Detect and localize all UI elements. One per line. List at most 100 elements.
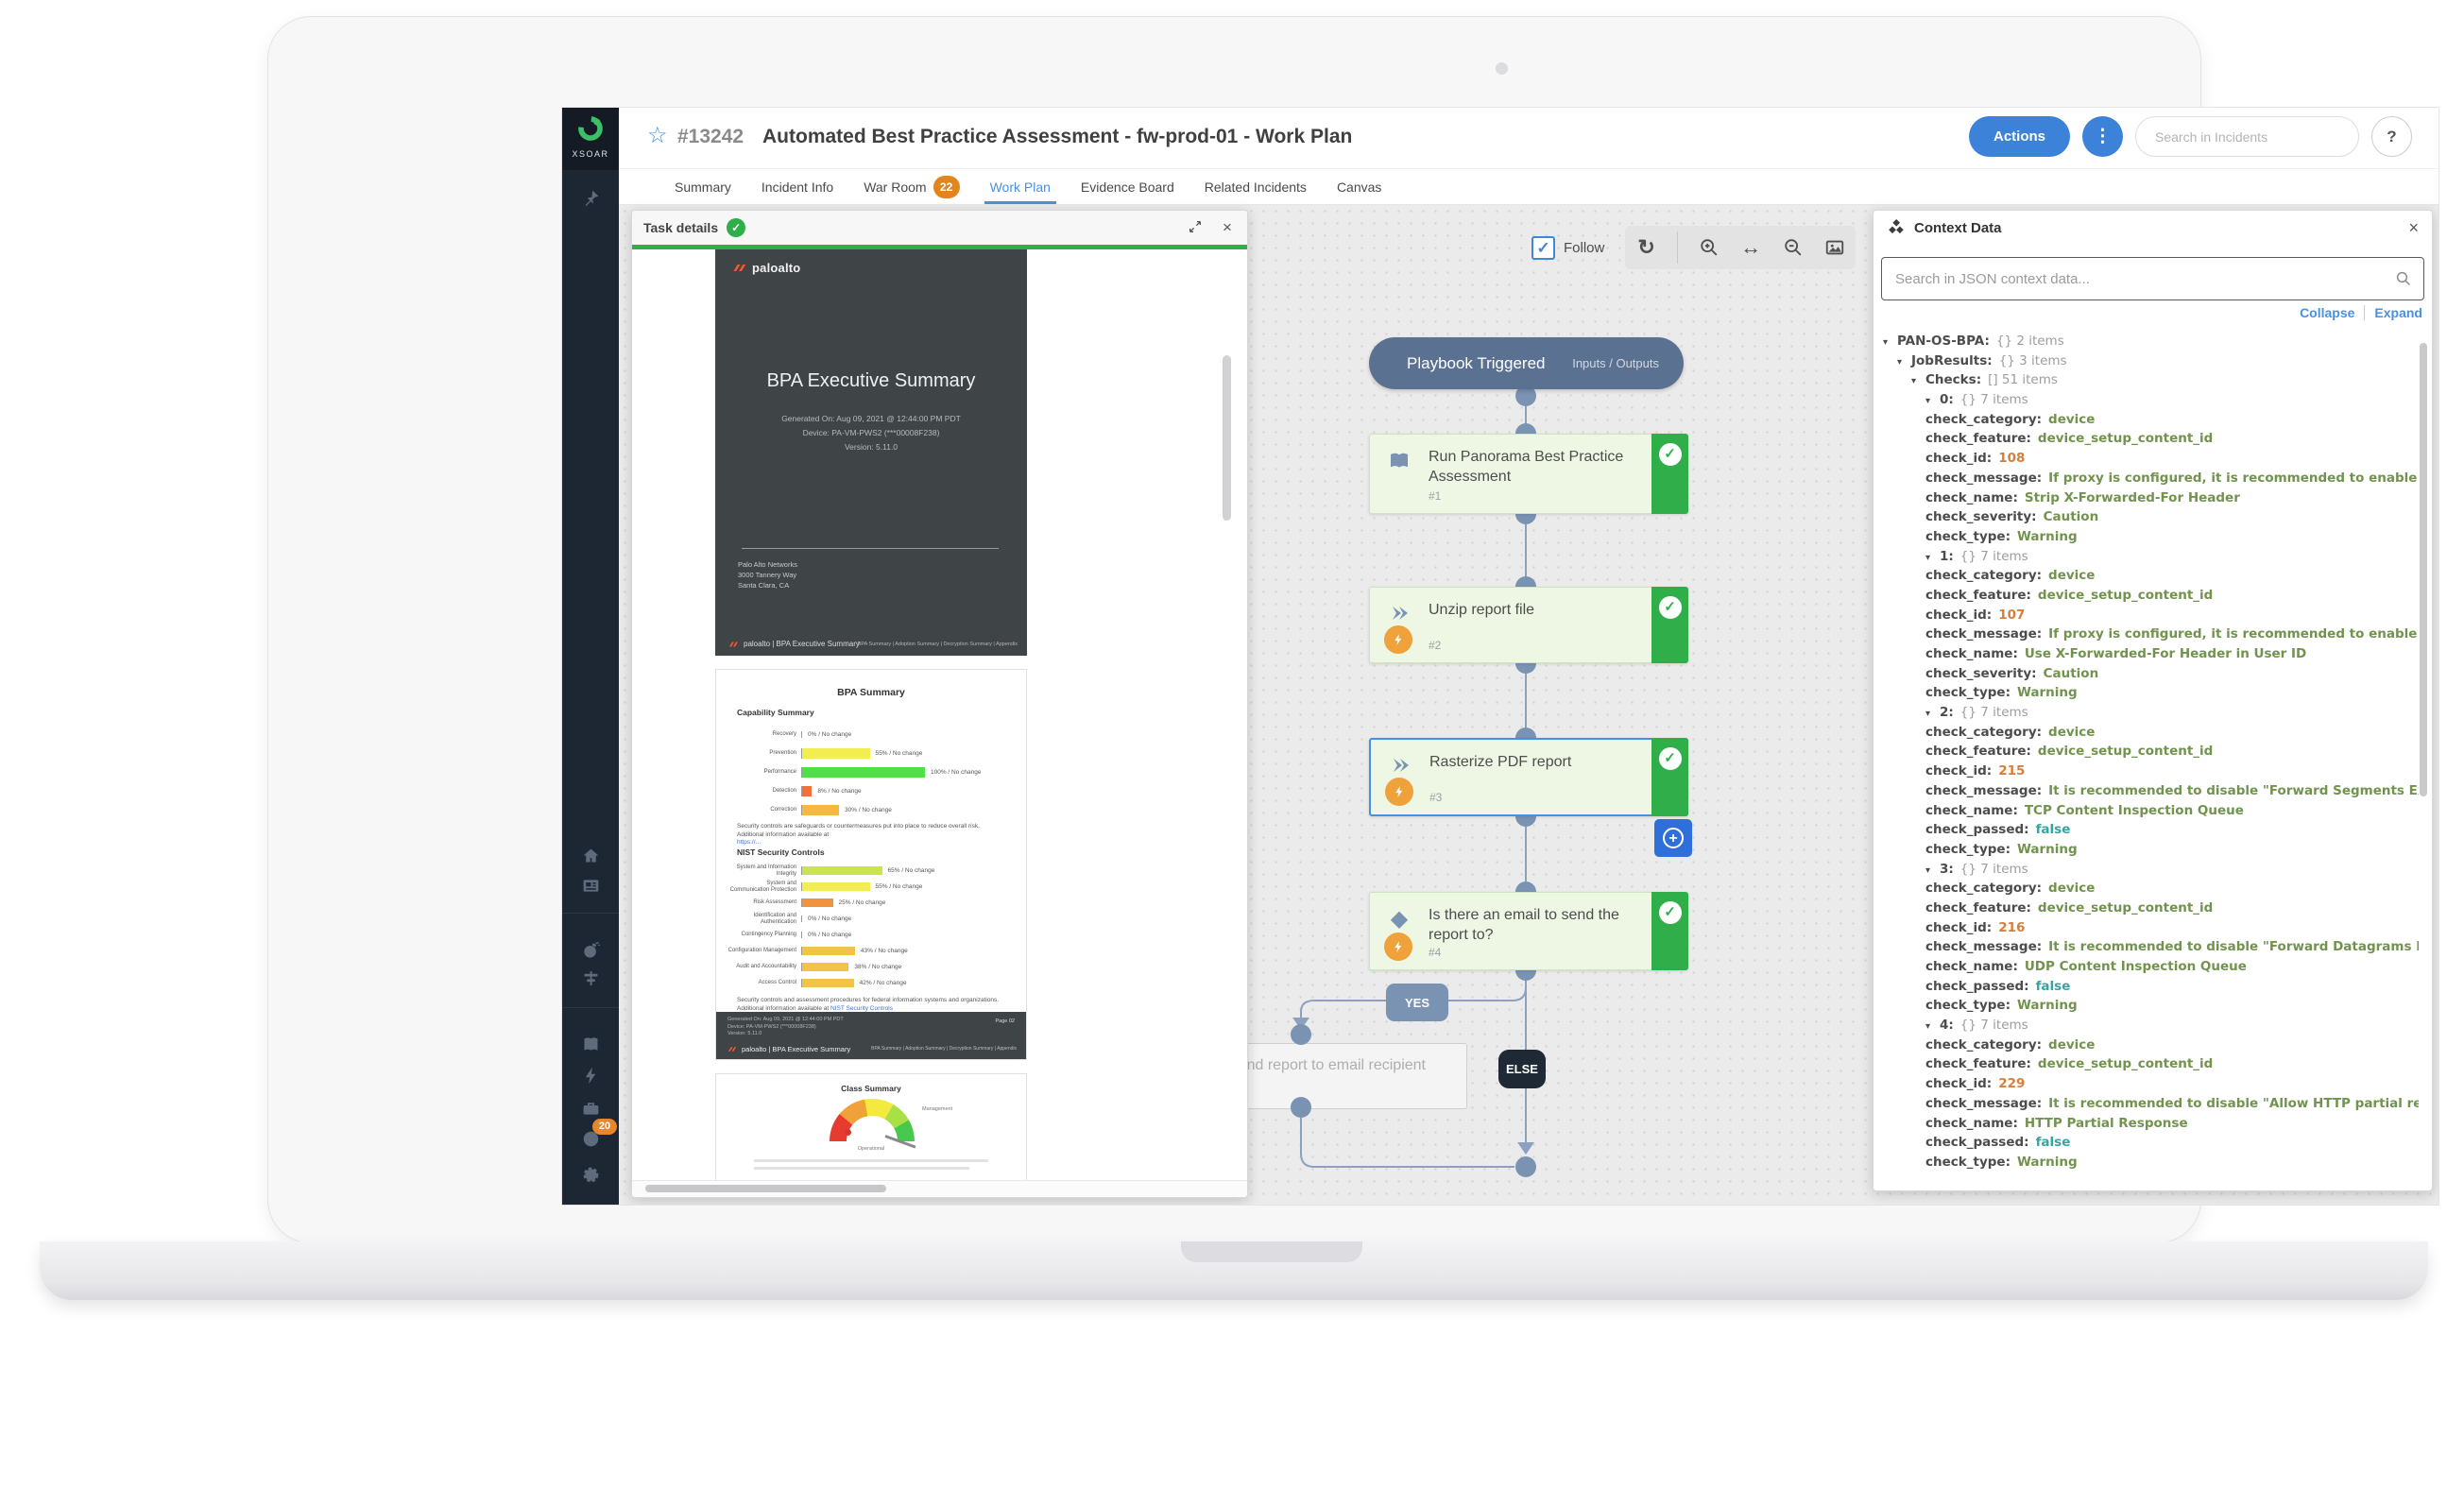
collapse-arrow-icon[interactable]: ▾	[1911, 376, 1917, 387]
tab-summary[interactable]: Summary	[659, 169, 746, 204]
xsoar-logo[interactable]: XSOAR	[562, 108, 619, 170]
more-options-button[interactable]: ⋮	[2082, 116, 2123, 157]
task-quick-action-button[interactable]: +	[1654, 819, 1692, 857]
inputs-outputs-link[interactable]: Inputs / Outputs	[1572, 356, 1659, 370]
context-data-header: Context Data ×	[1874, 211, 2432, 245]
expand-link[interactable]: Expand	[2374, 305, 2422, 320]
pending-task-node[interactable]: Send report to email recipient	[1220, 1043, 1467, 1109]
task-node-2[interactable]: Unzip report file #2 ✓	[1369, 587, 1688, 663]
condition-node-4[interactable]: ◆ Is there an email to send the report t…	[1369, 892, 1688, 970]
connector-dot[interactable]	[1291, 1024, 1311, 1045]
tab-evidence-board[interactable]: Evidence Board	[1066, 169, 1189, 204]
bar-label: Identification and Authentication	[753, 913, 796, 925]
close-icon[interactable]: ×	[2408, 217, 2419, 237]
context-tree-row[interactable]: ▾JobResults:{} 3 items	[1874, 351, 2419, 371]
marketplace-globe-icon[interactable]: 20	[562, 1119, 619, 1155]
task-progress-bar	[632, 245, 1247, 249]
bar-label: Configuration Management	[727, 948, 796, 954]
gauge-label: Operational	[857, 1146, 885, 1152]
fit-width-icon[interactable]: ↔	[1740, 235, 1762, 259]
zoom-in-icon[interactable]	[1698, 236, 1720, 259]
pdf-vertical-scrollbar[interactable]	[1223, 355, 1231, 521]
dashboard-icon[interactable]	[562, 873, 619, 901]
pdf-viewer[interactable]: paloalto BPA Executive Summary Generated…	[632, 249, 1247, 1183]
yes-branch-label[interactable]: YES	[1386, 984, 1448, 1021]
threat-intel-signpost-icon[interactable]	[562, 966, 619, 994]
close-icon[interactable]: ×	[1223, 218, 1232, 236]
jobs-briefcase-icon[interactable]	[562, 1096, 619, 1124]
pdf-footer-links: BPA Summary | Adoption Summary | Decrypt…	[857, 642, 1018, 647]
json-items-count: {} 2 items	[1995, 334, 2064, 349]
tab-related-incidents[interactable]: Related Incidents	[1189, 169, 1322, 204]
collapse-arrow-icon[interactable]: ▾	[1883, 337, 1889, 348]
json-key: 3:	[1940, 861, 1954, 877]
context-tree-row[interactable]: ▾2:{} 7 items	[1874, 703, 2419, 723]
pin-icon[interactable]	[562, 185, 619, 214]
home-icon[interactable]	[562, 843, 619, 871]
else-branch-label[interactable]: ELSE	[1498, 1050, 1546, 1088]
nist-link[interactable]: NIST Security Controls	[830, 1004, 893, 1012]
panel-horizontal-scrollbar[interactable]	[632, 1180, 1247, 1197]
connector-dot[interactable]	[1515, 385, 1536, 406]
context-tree[interactable]: ▾PAN-OS-BPA:{} 2 items▾JobResults:{} 3 i…	[1874, 332, 2419, 1183]
zoom-out-icon[interactable]	[1782, 236, 1805, 259]
scrollbar-thumb[interactable]	[645, 1185, 886, 1192]
context-tree-row: check_passed:false	[1874, 820, 2419, 840]
context-tree-row[interactable]: ▾Checks:[] 51 items	[1874, 370, 2419, 390]
expand-icon[interactable]	[1187, 219, 1204, 236]
task-node-3[interactable]: Rasterize PDF report #3 ✓	[1369, 738, 1688, 816]
context-tree-row[interactable]: ▾PAN-OS-BPA:{} 2 items	[1874, 332, 2419, 351]
incidents-bomb-icon[interactable]	[562, 937, 619, 966]
collapse-arrow-icon[interactable]: ▾	[1925, 864, 1931, 876]
json-key: check_feature:	[1925, 587, 2031, 603]
context-tree-row[interactable]: ▾1:{} 7 items	[1874, 547, 2419, 567]
collapse-arrow-icon[interactable]: ▾	[1925, 1021, 1931, 1033]
automation-lightning-icon[interactable]	[562, 1063, 619, 1091]
incident-search-input[interactable]	[2135, 116, 2359, 157]
capability-caption: Security controls are safeguards or coun…	[737, 823, 980, 838]
context-tree-row[interactable]: ▾0:{} 7 items	[1874, 390, 2419, 410]
follow-checkbox[interactable]: ✓	[1531, 235, 1555, 260]
nist-caption: Security controls and assessment procedu…	[737, 997, 1000, 1012]
help-button[interactable]: ?	[2371, 116, 2412, 157]
settings-gear-icon[interactable]	[562, 1162, 619, 1190]
tab-canvas[interactable]: Canvas	[1322, 169, 1396, 204]
pdf-divider	[742, 548, 999, 549]
context-tree-row: check_category:device	[1874, 879, 2419, 898]
screenshot-icon[interactable]	[1823, 236, 1846, 259]
json-key: check_message:	[1925, 1095, 2043, 1111]
collapse-link[interactable]: Collapse	[2300, 305, 2355, 320]
merge-connector-dot[interactable]	[1515, 1156, 1536, 1177]
context-tree-row: check_name:UDP Content Inspection Queue	[1874, 957, 2419, 977]
refresh-icon[interactable]: ↻	[1637, 235, 1655, 259]
tab-incident-info[interactable]: Incident Info	[746, 169, 848, 204]
bar	[802, 747, 870, 759]
playbooks-book-icon[interactable]	[562, 1032, 619, 1060]
task-node-1[interactable]: Run Panorama Best Practice Assessment #1…	[1369, 434, 1688, 514]
collapse-arrow-icon[interactable]: ▾	[1925, 709, 1931, 720]
context-tree-row: check_type:Warning	[1874, 1153, 2419, 1172]
context-search-input[interactable]	[1882, 270, 2395, 287]
page-number: Page 02	[995, 1018, 1016, 1024]
context-scrollbar-thumb[interactable]	[2420, 343, 2427, 796]
context-tree-row: check_name:Use X-Forwarded-For Header in…	[1874, 644, 2419, 664]
context-tree-row[interactable]: ▾4:{} 7 items	[1874, 1016, 2419, 1035]
collapse-arrow-icon[interactable]: ▾	[1897, 356, 1903, 368]
actions-button[interactable]: Actions	[1968, 116, 2070, 157]
playbook-triggered-node[interactable]: Playbook Triggered Inputs / Outputs	[1369, 337, 1684, 389]
context-tree-row[interactable]: ▾3:{} 7 items	[1874, 860, 2419, 880]
collapse-arrow-icon[interactable]: ▾	[1925, 396, 1931, 407]
collapse-arrow-icon[interactable]: ▾	[1925, 552, 1931, 563]
panel-title: Context Data	[1914, 219, 2002, 236]
favorite-star-icon[interactable]: ☆	[647, 123, 668, 148]
tab-work-plan[interactable]: Work Plan	[975, 169, 1066, 204]
json-value: Warning	[2016, 685, 2078, 701]
capability-link[interactable]: https://…	[737, 839, 762, 846]
connector-dot[interactable]	[1291, 1097, 1311, 1118]
